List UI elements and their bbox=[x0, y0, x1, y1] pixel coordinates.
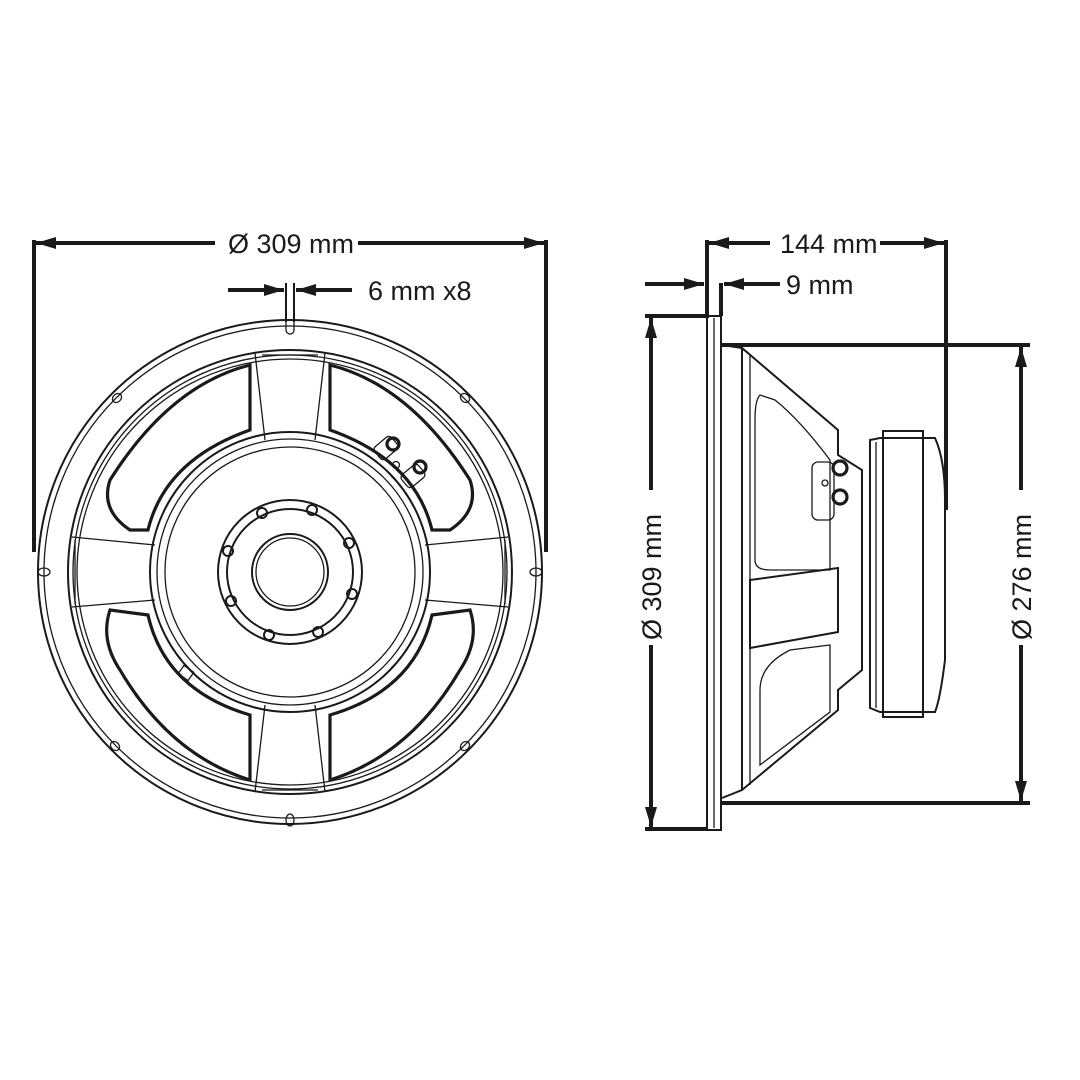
side-magnet bbox=[869, 437, 946, 713]
depth-label: 144 mm bbox=[780, 229, 878, 259]
basket-profile bbox=[721, 344, 863, 799]
side-terminals bbox=[811, 459, 849, 521]
label-tab bbox=[177, 664, 195, 682]
dim-depth: 144 mm bbox=[705, 229, 948, 510]
slot-width-label: 6 mm x8 bbox=[368, 276, 472, 306]
basket-rib bbox=[749, 566, 839, 650]
front-diameter-label: Ø 309 mm bbox=[228, 229, 354, 259]
basket-windows bbox=[105, 362, 475, 783]
cutout-diameter-label: Ø 276 mm bbox=[1007, 514, 1037, 640]
side-view: 144 mm 9 mm Ø 309 mm Ø 276 mm bbox=[637, 229, 1037, 831]
dim-front-diameter: Ø 309 mm bbox=[32, 229, 548, 552]
dim-cutout-diameter: Ø 276 mm bbox=[722, 343, 1037, 805]
terminal-positive-icon bbox=[385, 436, 401, 452]
dim-slot-width: 6 mm x8 bbox=[228, 276, 472, 322]
basket-spokes bbox=[71, 352, 509, 793]
side-diameter-label: Ø 309 mm bbox=[637, 514, 667, 640]
back-plate bbox=[217, 499, 363, 645]
motor-outer bbox=[149, 431, 431, 713]
dim-side-diameter: Ø 309 mm bbox=[637, 314, 707, 831]
mounting-holes bbox=[37, 318, 543, 827]
magnet-bolts bbox=[222, 504, 358, 641]
pole-vent bbox=[251, 533, 329, 611]
terminal-negative-icon bbox=[412, 459, 428, 475]
terminal-block bbox=[373, 435, 428, 489]
mounting-flange bbox=[706, 315, 722, 831]
dim-flange-thickness: 9 mm bbox=[645, 270, 854, 316]
frame-inner-edge bbox=[67, 349, 513, 795]
front-view: Ø 309 mm 6 mm x8 bbox=[32, 229, 548, 827]
flange-thickness-label: 9 mm bbox=[786, 270, 854, 300]
